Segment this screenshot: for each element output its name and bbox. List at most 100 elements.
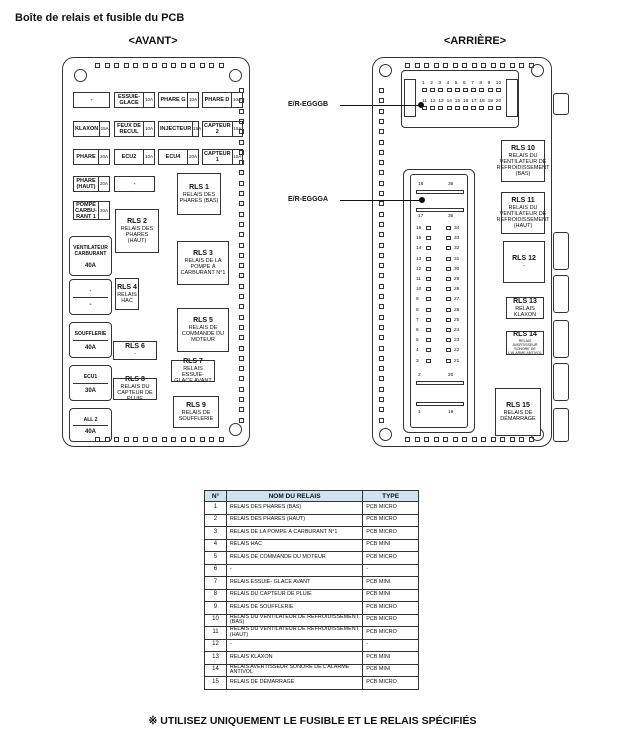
test-point-icon	[443, 63, 448, 68]
pin-terminal-icon	[446, 106, 452, 110]
pin-number: 11	[416, 277, 421, 282]
leader-dot-icon	[418, 102, 424, 108]
pin-number: 11	[422, 99, 427, 104]
pin-terminal-icon	[426, 317, 431, 322]
test-point-icon	[95, 437, 100, 442]
table-cell: 6	[204, 563, 227, 577]
test-point-icon	[239, 242, 244, 248]
test-point-icon	[462, 437, 467, 442]
test-point-icon	[239, 355, 244, 361]
test-point-icon	[152, 63, 157, 68]
test-point-icon	[379, 98, 384, 104]
pin-number: 14	[446, 99, 452, 104]
mounting-hole-icon	[531, 64, 544, 77]
test-point-icon	[379, 191, 384, 196]
pin-number: 25	[454, 317, 460, 323]
pin-number: 35	[448, 214, 454, 219]
table-cell: 5	[204, 551, 227, 565]
test-point-icon	[239, 180, 244, 186]
table-cell: RELAIS DE DÉMARRAGE	[225, 676, 364, 690]
column-header: TYPE	[362, 490, 419, 502]
pin-number: 15	[416, 236, 422, 242]
test-point-icon	[180, 63, 186, 68]
table-cell: 7	[204, 576, 227, 590]
table-cell: RELAIS DE LA POMPE À CARBURANT N°1	[225, 526, 364, 540]
leader-line	[340, 105, 420, 106]
test-point-icon	[471, 63, 477, 68]
pin-number: 5	[454, 81, 458, 86]
test-point-icon	[379, 263, 384, 269]
test-point-icon	[239, 232, 244, 238]
table-cell: 4	[204, 538, 227, 552]
table-cell: PCB MINI	[362, 538, 419, 552]
pin-terminal-icon	[426, 277, 431, 281]
test-point-icon	[123, 437, 129, 442]
test-point-icon	[379, 252, 384, 258]
maxi-fuse-slot: --	[69, 279, 112, 315]
pin-terminal-icon	[446, 328, 451, 332]
rear-label: <ARRIÈRE>	[443, 35, 507, 47]
pin-terminal-icon	[446, 358, 451, 363]
table-cell: -	[362, 563, 419, 577]
test-point-icon	[95, 63, 100, 68]
pin-number: 22	[454, 348, 460, 354]
test-point-icon	[218, 63, 224, 68]
test-point-icon	[239, 211, 244, 217]
test-point-icon	[379, 324, 384, 330]
pin-terminal-icon	[454, 88, 460, 92]
table-cell: 9	[204, 601, 227, 615]
pin-terminal-icon	[446, 338, 451, 343]
pin-terminal-icon	[446, 297, 451, 302]
pin-number: 30	[454, 266, 460, 272]
test-point-icon	[379, 170, 384, 176]
pin-number: 1	[418, 410, 421, 415]
connector-latch-icon	[410, 174, 468, 428]
test-point-icon	[379, 345, 384, 351]
front-label: <AVANT>	[128, 35, 178, 47]
test-point-icon	[379, 407, 384, 413]
pin-number: 6	[416, 328, 419, 333]
test-point-icon	[379, 221, 384, 227]
pin-number: 18	[479, 99, 485, 104]
pin-terminal-icon	[422, 106, 427, 110]
mounting-hole-icon	[379, 428, 392, 441]
test-point-icon	[239, 149, 244, 155]
table-cell: PCB MICRO	[362, 526, 419, 540]
pin-terminal-icon	[446, 266, 451, 271]
leader-dot-icon	[419, 197, 425, 203]
test-point-icon	[443, 437, 448, 442]
table-cell: RELAIS KLAXON	[225, 651, 364, 665]
column-header: N°	[204, 490, 227, 502]
connector-key-icon	[404, 79, 416, 117]
pin-terminal-icon	[495, 88, 501, 92]
pin-number: 7	[471, 81, 474, 86]
pin-number: 3	[416, 358, 419, 364]
pin-terminal-icon	[446, 307, 451, 312]
test-point-icon	[190, 437, 195, 442]
table-row: 12--	[204, 638, 419, 652]
side-tab-icon	[553, 363, 569, 401]
test-point-icon	[239, 108, 244, 114]
side-tab-icon	[553, 93, 569, 115]
test-point-icon	[452, 437, 458, 442]
pin-terminal-icon	[446, 226, 451, 230]
table-cell: RELAIS HAC	[225, 538, 364, 552]
pin-terminal-icon	[446, 236, 451, 241]
test-point-icon	[171, 437, 176, 442]
